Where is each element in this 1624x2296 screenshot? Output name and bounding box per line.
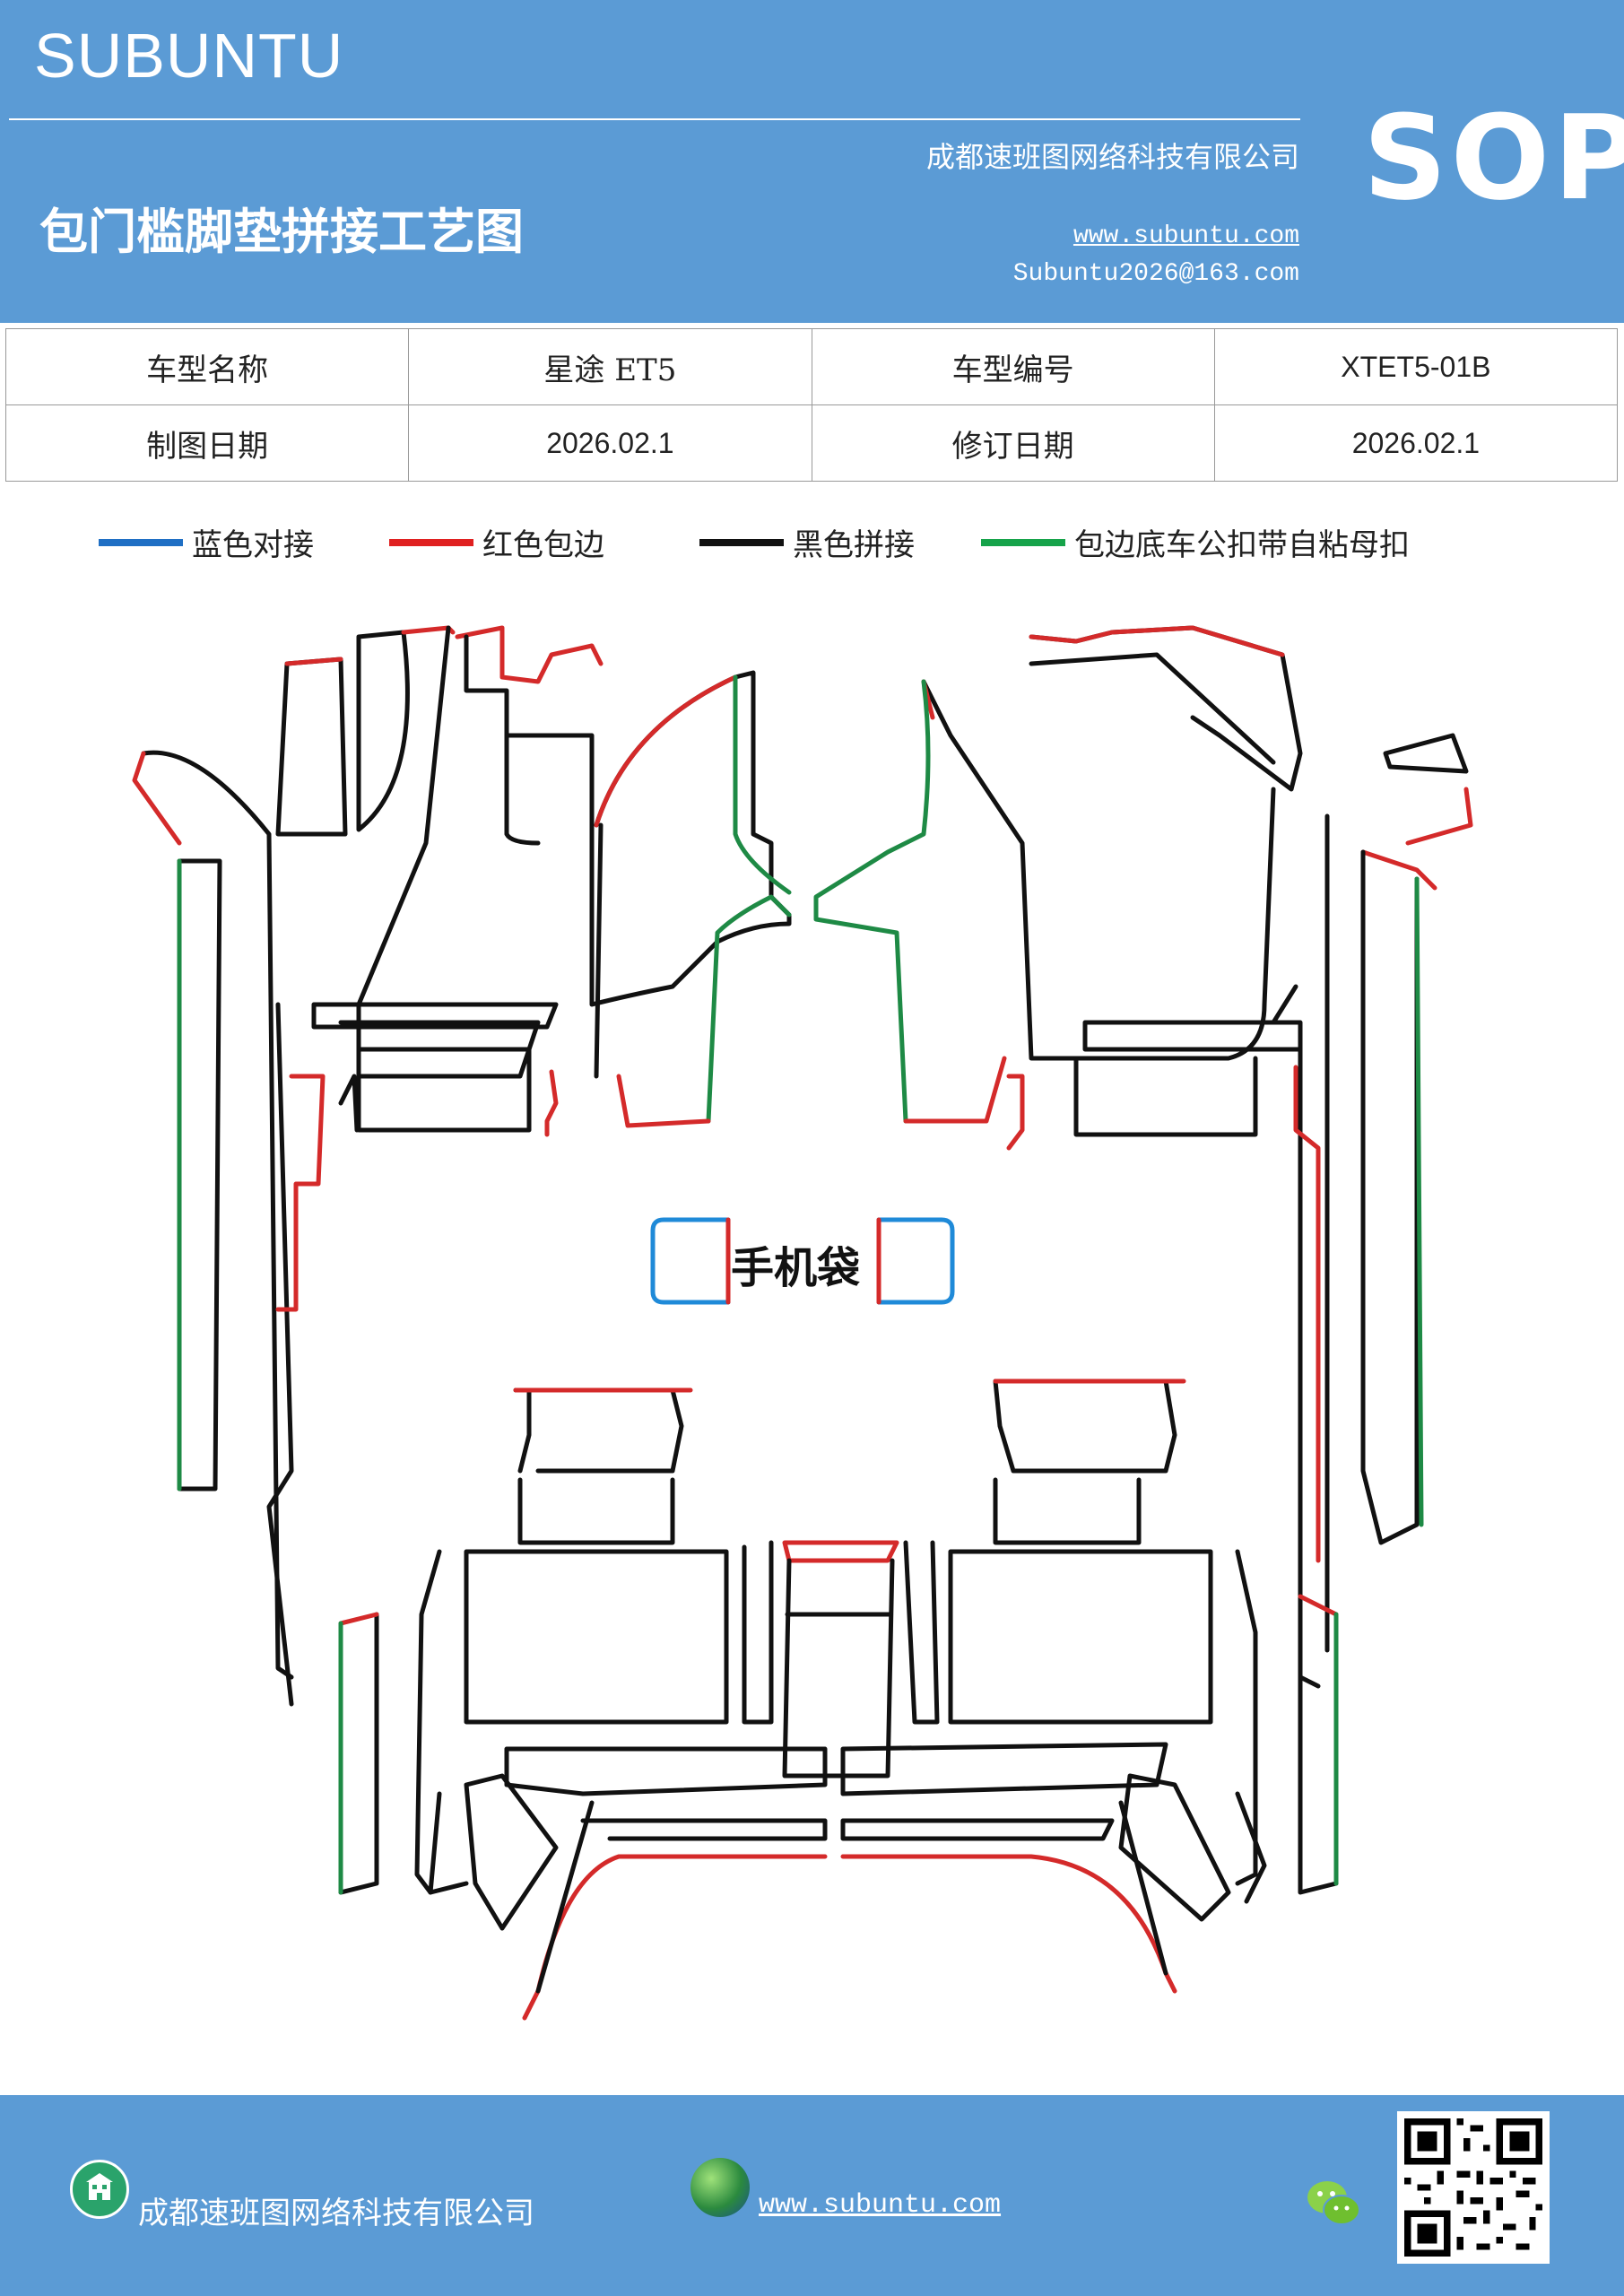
email-address[interactable]: Subuntu2026@163.com [1012,260,1299,288]
floor-mat-diagram: 手机袋 [132,625,1473,2021]
header-divider [9,118,1300,120]
legend-item: 黑色拼接 [699,520,915,564]
rear-mat [338,1378,1339,2021]
legend-swatch-red [389,538,473,546]
front-right-mat [921,625,1473,1689]
legend-label: 包边底车公扣带自粘母扣 [1074,527,1410,563]
table-row: 车型名称 星途 ET5 车型编号 XTET5-01B [4,328,1619,405]
header-banner: SUBUNTU 包门槛脚垫拼接工艺图 成都速班图网络科技有限公司 www.sub… [0,0,1624,323]
label-draw-date: 制图日期 [4,404,410,482]
label-model-code: 车型编号 [811,328,1215,405]
vehicle-info-table: 车型名称 星途 ET5 车型编号 XTET5-01B 制图日期 2026.02.… [4,328,1619,482]
value-draw-date: 2026.02.1 [408,404,812,482]
phone-bag: 手机袋 [650,1217,955,1305]
legend-item: 红色包边 [389,520,604,564]
globe-icon [690,2158,750,2217]
front-left-mat [132,625,604,1707]
legend-label: 黑色拼接 [793,527,915,563]
label-model-name: 车型名称 [4,328,410,405]
legend-swatch-green [981,538,1065,546]
legend-label: 红色包边 [482,527,604,563]
center-console-mats [589,670,1007,1128]
legend-label: 蓝色对接 [192,527,314,563]
website-link[interactable]: www.subuntu.com [1073,222,1299,250]
legend-swatch-black [699,538,784,546]
footer-company: 成都速班图网络科技有限公司 [138,2196,534,2231]
color-legend: 蓝色对接 红色包边 黑色拼接 包边底车公扣带自粘母扣 [0,520,1624,574]
value-model-name: 星途 ET5 [408,328,812,405]
legend-swatch-blue [99,538,183,546]
legend-item: 蓝色对接 [99,520,314,564]
footer-website-link[interactable]: www.subuntu.com [759,2190,1002,2221]
sop-badge: SOP [1363,90,1624,226]
value-revise-date: 2026.02.1 [1213,404,1619,482]
value-model-code: XTET5-01B [1213,328,1619,405]
company-name: 成都速班图网络科技有限公司 [925,140,1299,174]
phone-bag-label: 手机袋 [731,1243,860,1293]
document-title: 包门槛脚垫拼接工艺图 [39,204,524,260]
wechat-icon[interactable] [1304,2176,1363,2230]
qr-code [1397,2111,1550,2264]
label-revise-date: 修订日期 [811,404,1215,482]
table-row: 制图日期 2026.02.1 修订日期 2026.02.1 [4,404,1619,482]
brand-name: SUBUNTU [34,21,344,91]
footer-banner: 成都速班图网络科技有限公司 www.subuntu.com [0,2095,1624,2296]
building-icon [70,2160,129,2219]
legend-item: 包边底车公扣带自粘母扣 [981,520,1410,564]
